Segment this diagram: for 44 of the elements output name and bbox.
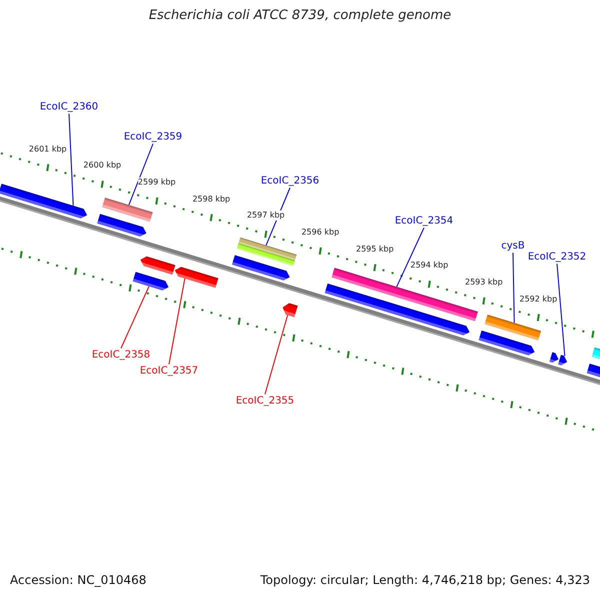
gene-bar [236,243,295,266]
scale-label: 2593 kbp [465,278,503,287]
leader-line [128,143,154,206]
gene-label: EcoIC_2356 [260,175,320,187]
gene-label: EcoIC_2359 [124,131,182,143]
gene-bar [102,198,153,222]
gene-feature [282,303,298,318]
scale-label: 2596 kbp [301,228,340,237]
gene-feature [478,330,535,356]
scale-label: 2599 kbp [138,178,176,187]
scale-label: 2600 kbp [83,160,122,170]
gene-feature [140,256,176,275]
gene-feature [174,266,218,288]
accession-text: Accession: NC_010468 [10,574,146,588]
gene-feature [232,255,290,280]
gene-feature [97,214,146,237]
gene-bar [238,237,297,260]
gene-feature [132,272,169,290]
diagram-title: Escherichia coli ATCC 8739, complete genome [148,9,452,24]
gene-feature [0,184,88,218]
scale-label: 2594 kbp [410,260,448,270]
gene-label: EcoIC_2360 [40,101,98,113]
gene-label: EcoIC_2352 [528,251,586,263]
gene-bar [484,314,542,341]
gene-feature [558,354,568,366]
scale-label: 2597 kbp [246,210,285,220]
gene-label: EcoIC_2355 [236,395,294,407]
gene-label: EcoIC_2354 [394,215,454,227]
gene-label: EcoIC_2358 [92,349,150,361]
leader-line [264,314,288,395]
scale-label: 2598 kbp [192,194,230,204]
leader-line [396,227,424,288]
leader-line [168,278,186,365]
scale-label: 2592 kbp [520,294,558,304]
gene-feature [549,352,559,363]
leader-line [512,252,515,324]
scale-label: 2595 kbp [356,244,394,254]
gene-label: cysB [501,240,525,252]
genome-summary-text: Topology: circular; Length: 4,746,218 bp; Genes: 4,323 [260,574,590,588]
scale-label: 2601 kbp [28,144,67,154]
leader-line [120,286,150,349]
leader-line [556,263,566,356]
gene-label: EcoIC_2357 [140,365,198,377]
gene-feature [324,283,470,336]
